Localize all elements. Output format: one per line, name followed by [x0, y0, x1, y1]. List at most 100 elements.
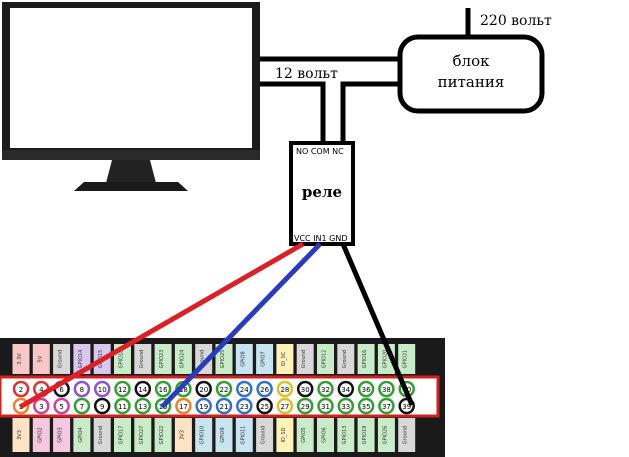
header-top-label: GPIO16	[362, 350, 368, 369]
gpio-pin-even	[154, 380, 172, 398]
gpio-pin-number: 30	[301, 386, 310, 394]
header-bottom-label-tile	[296, 418, 314, 452]
header-bottom-label-tile	[357, 418, 375, 452]
gpio-header: 3.3V3V35VGPIO2GroundGPIO3GPIO14GPIO4GPIO…	[0, 338, 445, 457]
gpio-pin-number: 29	[301, 403, 310, 411]
gpio-pin-odd	[175, 397, 192, 415]
power-supply: блок питания	[397, 34, 545, 114]
header-bottom-label: GPIO10	[200, 426, 206, 445]
wire-psu-relay	[340, 81, 400, 143]
wire-in1-blue	[160, 242, 322, 409]
gpio-pin-even	[93, 380, 111, 398]
gpio-pin-even	[276, 380, 294, 398]
header-bottom-label: GPIO13	[342, 426, 348, 445]
header-top-label: GPIO18	[119, 350, 125, 369]
gpio-pin-number: 3	[39, 403, 43, 411]
header-top-label-tile	[174, 344, 192, 374]
header-bottom-label: GPIO27	[139, 426, 145, 445]
monitor-stand-neck	[106, 160, 156, 183]
header-top-label-tile	[256, 344, 274, 374]
header-top-label-tile	[276, 344, 294, 374]
gpio-pin-number: 32	[321, 386, 330, 394]
header-top-label: GPIO14	[78, 350, 84, 369]
header-top-label: Ground	[200, 350, 206, 368]
gpio-pin-even	[134, 380, 152, 398]
header-bottom-label-tile	[337, 418, 355, 452]
header-bottom-label-tile	[195, 418, 213, 452]
header-top-label: GPIO8	[240, 351, 246, 366]
gpio-pin-number: 31	[321, 403, 330, 411]
gpio-pin-odd	[93, 397, 111, 415]
power-supply-label-line1: блок	[453, 52, 491, 70]
gpio-pin-odd	[114, 397, 131, 415]
header-bottom-label-tile	[317, 418, 334, 452]
header-top-label-tile	[53, 344, 71, 374]
header-top-label-tile	[32, 344, 50, 374]
gpio-pin-number: 14	[138, 386, 147, 394]
gpio-pin-odd	[134, 397, 152, 415]
monitor-bottom-bezel	[2, 150, 260, 160]
gpio-pin-even	[296, 380, 314, 398]
gpio-pin-even	[317, 380, 334, 398]
header-top-label-tile	[154, 344, 172, 374]
gpio-pin-number: 24	[240, 386, 249, 394]
gpio-pin-number: 11	[118, 403, 127, 411]
header-top-label-tile	[337, 344, 355, 374]
header-bottom-label-tile	[53, 418, 71, 452]
header-top-label: GPIO12	[322, 350, 328, 369]
gpio-pin-odd	[53, 397, 70, 415]
header-bottom-label-tile	[114, 418, 131, 452]
low-voltage-label: 12 вольт	[275, 66, 338, 82]
gpio-pin-number: 19	[199, 403, 208, 411]
header-top-label-tile	[134, 344, 152, 374]
header-top-label: Ground	[301, 350, 307, 368]
header-top-label: Ground	[58, 350, 64, 368]
gpio-pin-number: 33	[341, 403, 350, 411]
gpio-pin-number: 36	[362, 386, 371, 394]
header-bottom-label-tile	[215, 418, 233, 452]
gpio-pin-number: 13	[138, 403, 147, 411]
header-bottom-label: GPIO26	[382, 426, 388, 445]
header-bottom-label-tile	[134, 418, 152, 452]
relay: NO COM NC реле VCC IN1 GND	[289, 141, 355, 246]
gpio-pin-number: 18	[179, 386, 188, 394]
gpio-pin-even	[357, 380, 375, 398]
gpio-pin-odd	[317, 397, 334, 415]
gpio-pin-odd	[337, 397, 355, 415]
gpio-pin-even	[12, 380, 30, 398]
header-top-label: GPIO25	[220, 350, 226, 369]
header-bottom-label-tile	[276, 418, 294, 452]
header-bottom-label: ID_SD	[281, 427, 287, 442]
wire-monitor-relay	[260, 81, 326, 143]
header-top-label: Ground	[139, 350, 145, 368]
gpio-pin-number: 8	[80, 386, 84, 394]
gpio-pin-number: 7	[80, 403, 84, 411]
relay-label: реле	[302, 183, 342, 201]
gpio-pin-number: 16	[159, 386, 168, 394]
header-bottom-label-tile	[32, 418, 50, 452]
header-bottom-label-tile	[235, 418, 253, 452]
gpio-pin-number: 39	[402, 403, 411, 411]
gpio-pin-even	[114, 380, 131, 398]
wire-vcc-red	[18, 241, 305, 410]
gpio-pin-even	[195, 380, 212, 398]
header-bottom-label-tile	[377, 418, 395, 452]
header-bottom-label: GPIO19	[362, 426, 368, 445]
header-bottom-label-tile	[174, 418, 192, 452]
gpio-pin-number: 20	[199, 386, 208, 394]
gpio-pin-number: 21	[220, 403, 229, 411]
gpio-pin-even	[256, 380, 273, 398]
gpio-pin-odd	[236, 397, 253, 415]
gpio-pin-odd	[215, 397, 233, 415]
gpio-pin-number: 22	[220, 386, 229, 394]
header-bottom-label: GPIO22	[159, 426, 165, 445]
gpio-pin-number: 25	[260, 403, 269, 411]
header-top-label: GPIO7	[261, 351, 267, 366]
gpio-pin-number: 28	[280, 386, 289, 394]
header-bottom-label: GPIO17	[119, 426, 125, 445]
header-bottom-label-tile	[256, 418, 274, 452]
gpio-pin-even	[337, 380, 355, 398]
gpio-pin-number: 34	[341, 386, 350, 394]
relay-top-pins: NO COM NC	[296, 147, 344, 156]
header-bottom-label-tile	[398, 418, 416, 452]
